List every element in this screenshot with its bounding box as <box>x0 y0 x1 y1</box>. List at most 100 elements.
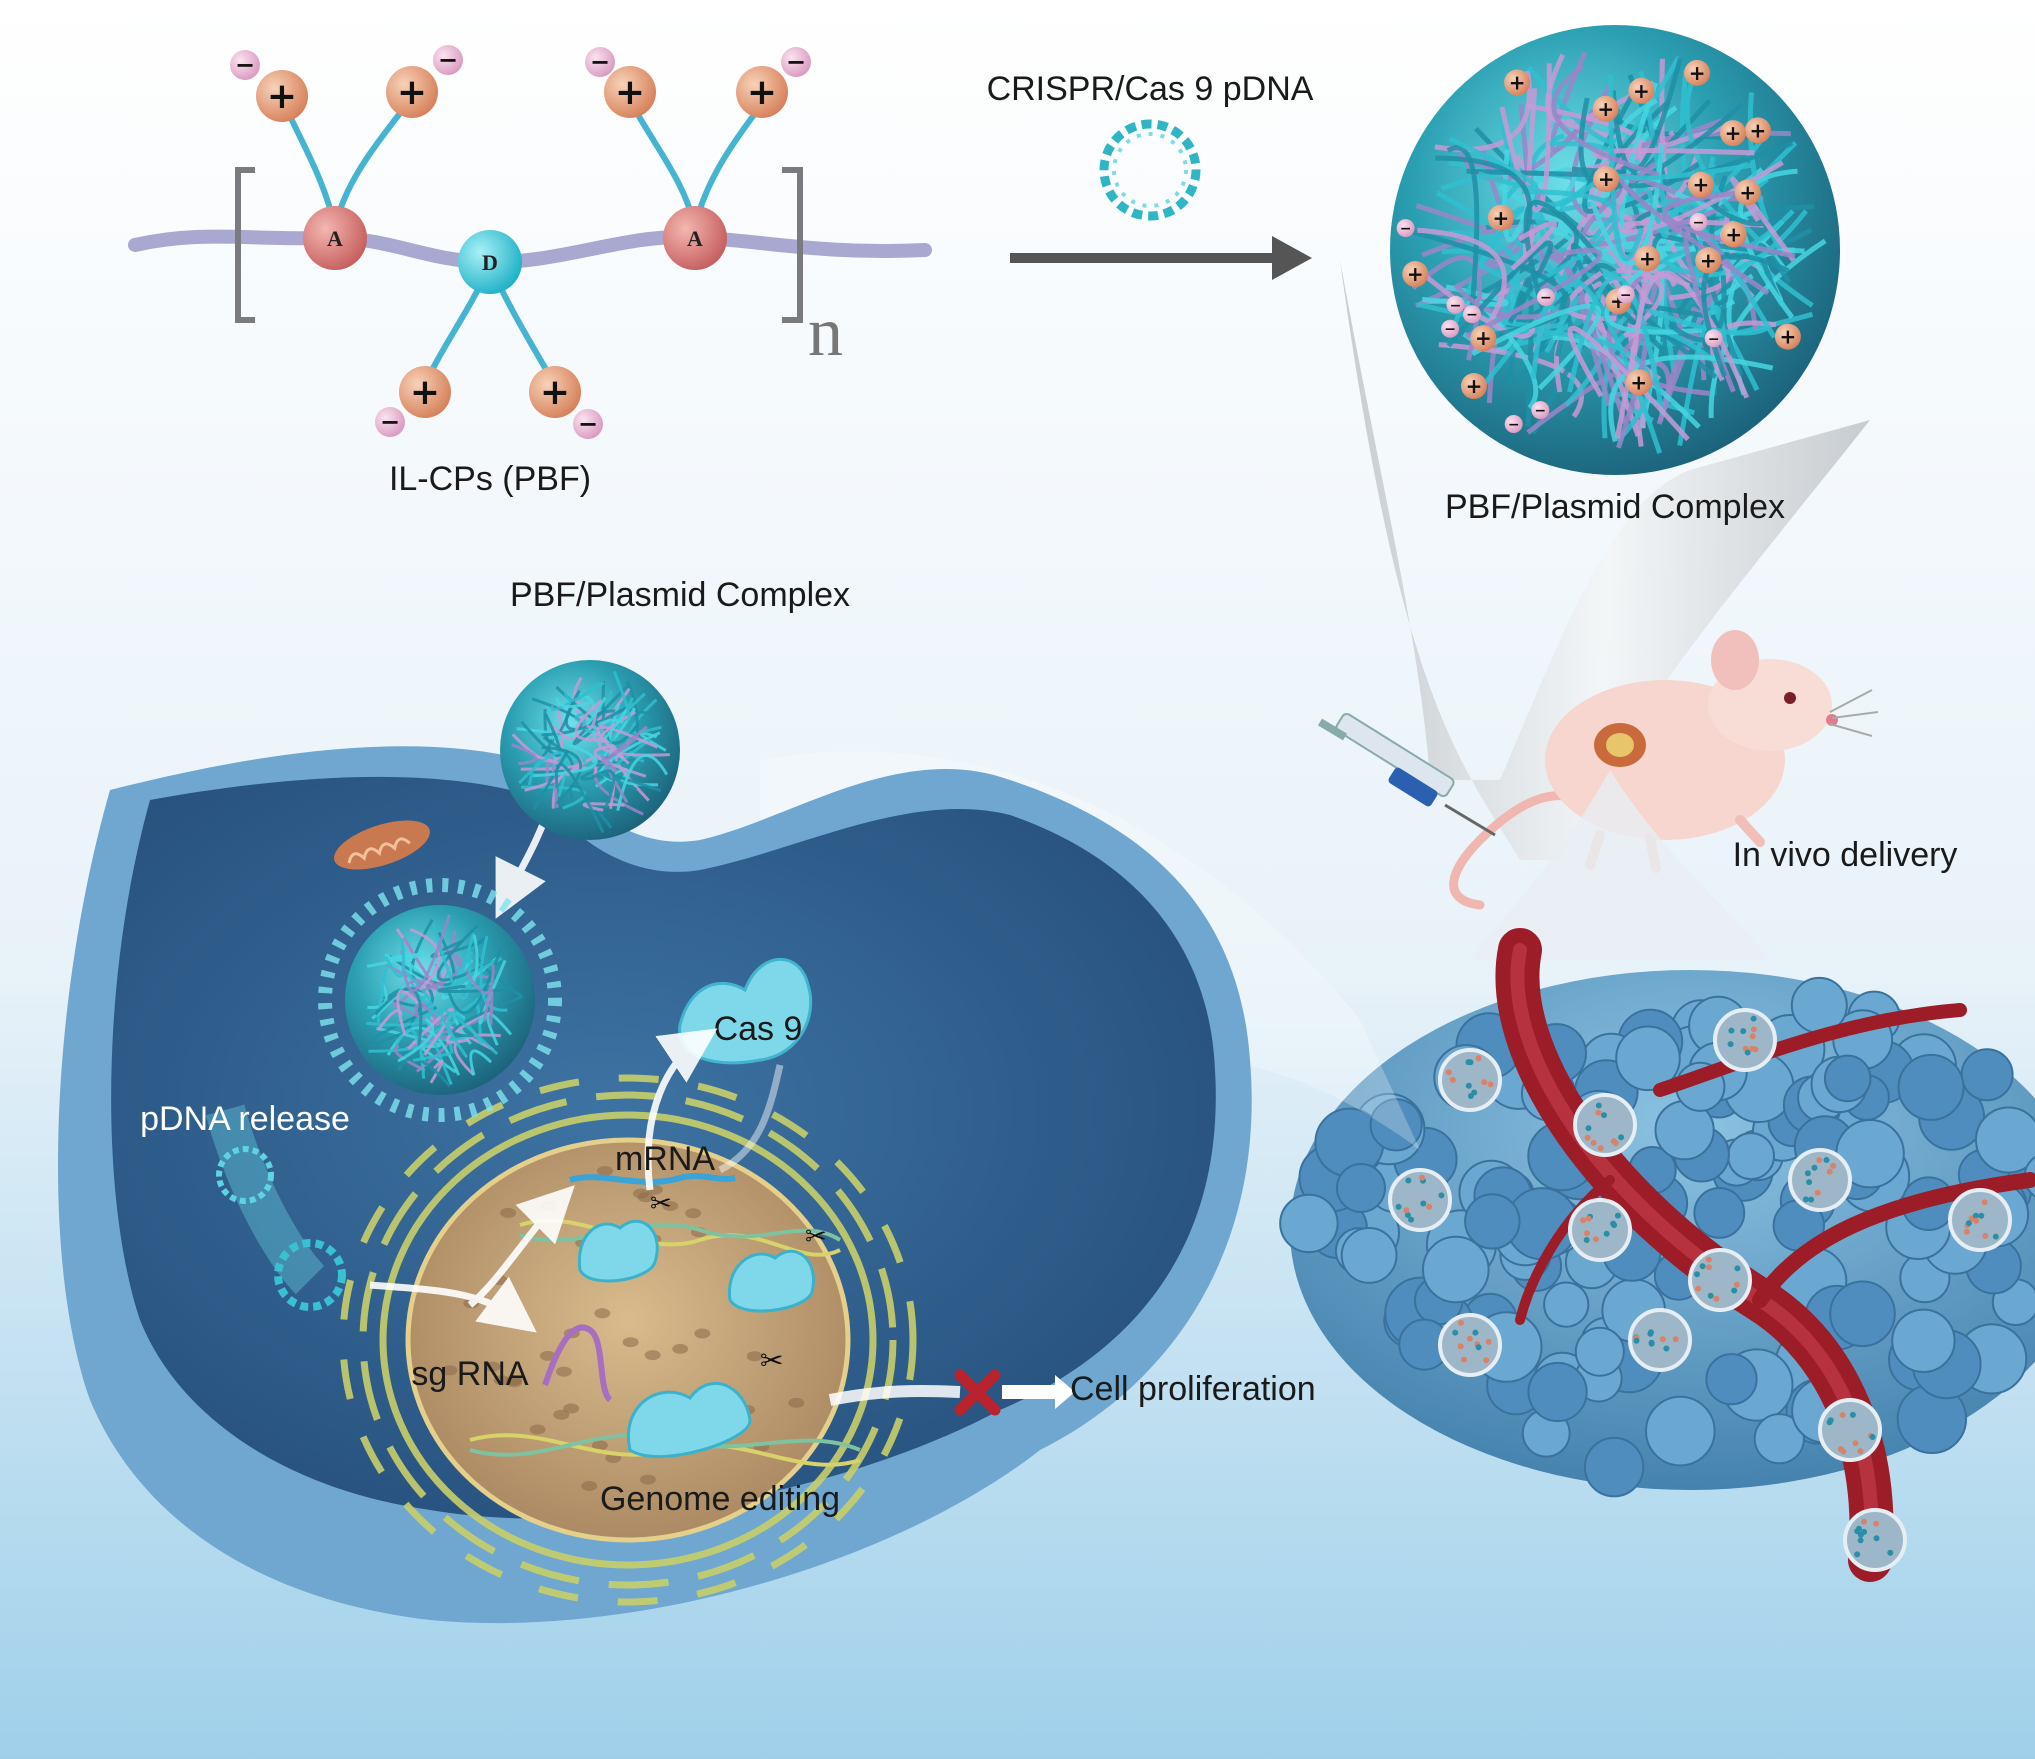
endosome <box>318 878 562 1122</box>
tumor-tissue <box>1279 928 2035 1582</box>
minus-sign: − <box>1508 417 1520 433</box>
tumor-complex-speck <box>1839 1412 1846 1418</box>
ion-pair-1: + − <box>230 50 308 122</box>
complex-label-cell: PBF/Plasmid Complex <box>510 576 850 614</box>
complex-strand <box>482 987 494 1025</box>
minus-charge-icon <box>1463 305 1481 324</box>
tumor-cell <box>1897 1053 1965 1121</box>
tumor-complex <box>1573 1093 1637 1157</box>
nuclear-pore <box>506 1377 523 1388</box>
complex-strand <box>1417 227 1507 335</box>
complex-strand <box>591 769 616 809</box>
tumor-complex-speck <box>1849 1411 1856 1418</box>
tumor-cell <box>1543 1281 1590 1328</box>
nuclear-pore <box>788 1397 805 1408</box>
tumor-complex <box>1948 1188 2012 1252</box>
tumor-complex-speck <box>1705 1256 1712 1263</box>
nuclear-pore <box>539 1350 556 1361</box>
plus-charge-icon <box>1774 323 1801 350</box>
nuclear-pore <box>694 1328 711 1339</box>
tumor-complex-speck <box>1978 1212 1985 1219</box>
nuclear-pore <box>591 1440 608 1451</box>
tumor-complex-speck <box>1972 1212 1979 1219</box>
scissors-icon: ✂ <box>805 1222 827 1252</box>
tumor-complex-speck <box>1826 1168 1833 1175</box>
blood-vessel-branch-2 <box>1515 1175 1615 1325</box>
minus-charge-icon <box>1704 329 1723 348</box>
nuclear-pore <box>484 1361 501 1372</box>
plus-charge-icon <box>1628 77 1655 104</box>
tumor-complex-speck <box>1618 1134 1625 1141</box>
svg-text:−: − <box>235 51 255 79</box>
blood-vessel-branch-1 <box>1653 1003 1967 1097</box>
tumor-complex-speck <box>1744 1049 1751 1056</box>
complex-strand <box>1446 145 1480 322</box>
tumor-complex <box>1568 1198 1632 1262</box>
node-a-right <box>663 206 727 270</box>
tumor-complex-speck <box>1973 1217 1980 1224</box>
complex-strand <box>474 935 523 998</box>
right-bracket <box>782 167 803 323</box>
plus-charge-icon <box>1720 221 1747 248</box>
tumor-complex-speck <box>1750 1015 1757 1022</box>
nuclear-pore <box>639 1474 656 1485</box>
plus-charge-icon <box>1695 247 1722 274</box>
ion-pair-6: + − <box>529 366 603 439</box>
minus-charge-icon <box>1531 401 1550 420</box>
minus-charge-icon <box>1536 288 1555 307</box>
nuclear-pore <box>594 1308 611 1319</box>
complexation-step: CRISPR/Cas 9 pDNA <box>987 70 1314 280</box>
complex-strand <box>384 938 406 978</box>
cas9-complex-3: ✂ <box>627 1344 783 1459</box>
plus-charge-icon <box>1593 166 1620 193</box>
plus-sign: + <box>1725 223 1742 247</box>
tumor-cell <box>1369 1098 1423 1152</box>
plus-charge-icon <box>1470 325 1497 352</box>
tumor-cell <box>1727 1132 1775 1181</box>
cas9-complex-1: ✂ <box>577 1189 672 1283</box>
complex-large: −−+−−++−+++−−+++++++−++−−+−+++ PBF/Plasm… <box>1390 25 1840 526</box>
endoplasmic-reticulum <box>339 1074 917 1606</box>
left-bracket <box>235 167 255 323</box>
minus-sign: − <box>1620 287 1632 303</box>
nuclear-pore <box>685 1208 702 1219</box>
plus-sign: + <box>1407 262 1424 286</box>
in-vivo-label: In vivo delivery <box>1733 836 1958 874</box>
complex-strand <box>429 1059 444 1084</box>
nuclear-pore <box>622 1337 639 1348</box>
complex-strand <box>1471 303 1602 391</box>
complex-strand <box>639 731 667 752</box>
tumor-complex-speck <box>1728 1027 1735 1034</box>
complex-strand <box>1642 209 1808 278</box>
tumor-complex-speck <box>1869 1434 1876 1440</box>
nuclear-pore <box>581 1481 598 1491</box>
tumor-complex-speck <box>1814 1189 1821 1196</box>
plus-sign: + <box>1475 326 1492 350</box>
complex-strand <box>606 725 648 761</box>
tumor-complex <box>1438 1313 1502 1377</box>
plus-sign: + <box>1689 61 1706 85</box>
minus-charge-icon <box>1504 415 1523 433</box>
plus-charge-icon <box>1744 117 1771 144</box>
plus-charge-icon <box>1734 179 1761 206</box>
tumor-complexes <box>1388 1008 2012 1572</box>
complex-strand <box>1551 64 1660 178</box>
mouse-eye <box>1784 692 1796 704</box>
complex-strand <box>1609 99 1794 189</box>
tumor-complex <box>1688 1248 1752 1312</box>
tumor-complex <box>1438 1048 1502 1112</box>
complex-strand <box>1449 229 1520 330</box>
mitochondria <box>334 820 430 870</box>
svg-text:+: + <box>397 72 427 113</box>
minus-sign: − <box>1708 331 1720 347</box>
complex-strand <box>407 1007 454 1056</box>
complex-strand <box>555 697 592 709</box>
nuclear-pore <box>746 1351 763 1362</box>
tumor-complex-speck <box>1887 1549 1894 1556</box>
complex-strand <box>574 699 607 742</box>
complex-strand <box>1648 308 1770 336</box>
tumor-complex-speck <box>1584 1134 1591 1141</box>
tumor-complex-speck <box>1595 1109 1602 1116</box>
tumor-complex-speck <box>1601 1112 1607 1119</box>
complex-strand <box>1448 136 1539 191</box>
